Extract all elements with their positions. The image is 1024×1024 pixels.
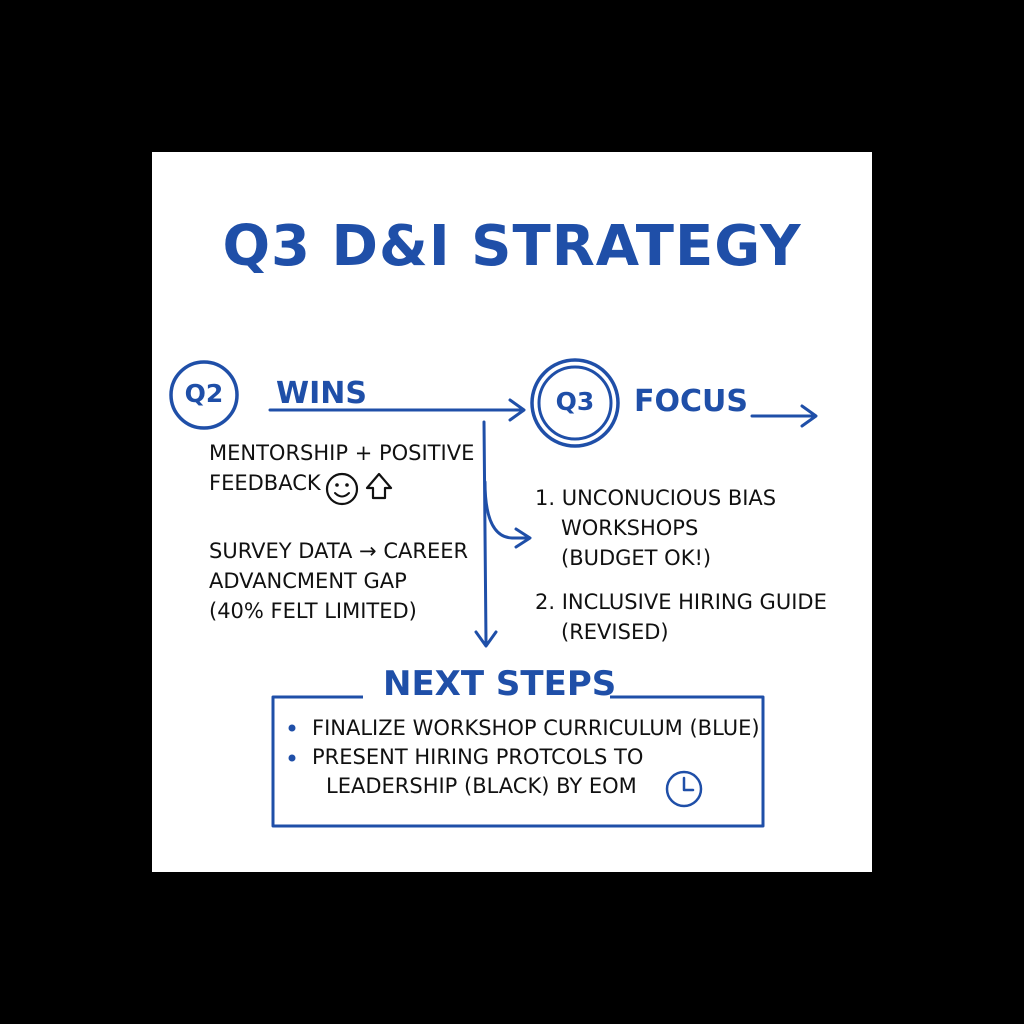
focus-item-1-line-3: (BUDGET OK!) bbox=[561, 546, 712, 570]
survey-line-2: ADVANCMENT GAP bbox=[209, 569, 407, 593]
page-title: Q3 D&I STRATEGY bbox=[222, 214, 802, 279]
arrow-q2-to-q3-head bbox=[508, 398, 526, 422]
next-steps-title: NEXT STEPS bbox=[383, 664, 617, 704]
focus-label: FOCUS bbox=[634, 384, 748, 419]
whiteboard: Q3 D&I STRATEGY Q2 WINS Q3 FOCUS MENTORS… bbox=[152, 152, 872, 872]
wins-note-survey: SURVEY DATA → CAREER ADVANCMENT GAP (40%… bbox=[209, 536, 468, 626]
mentorship-line-2: FEEDBACK bbox=[209, 471, 321, 495]
next-step-1: FINALIZE WORKSHOP CURRICULUM (BLUE) bbox=[312, 716, 760, 740]
focus-item-1: 1. UNCONUCIOUS BIAS WORKSHOPS (BUDGET OK… bbox=[535, 483, 776, 573]
focus-item-2-line-1: 2. INCLUSIVE HIRING GUIDE bbox=[535, 590, 827, 614]
survey-line-3: (40% FELT LIMITED) bbox=[209, 599, 417, 623]
q3-badge-circle-inner bbox=[537, 365, 613, 441]
q2-badge-circle bbox=[169, 360, 239, 430]
branch-to-focus-list bbox=[483, 480, 530, 540]
branch-to-focus-list-head bbox=[514, 527, 532, 549]
next-step-bullet-2 bbox=[288, 754, 296, 762]
next-step-bullet-1 bbox=[288, 724, 296, 732]
focus-item-1-line-2: WORKSHOPS bbox=[561, 516, 699, 540]
focus-item-2-line-2: (REVISED) bbox=[561, 620, 669, 644]
next-steps-box bbox=[271, 695, 765, 828]
next-step-2: PRESENT HIRING PROTCOLS TO LEADERSHIP (B… bbox=[312, 743, 643, 801]
focus-item-2: 2. INCLUSIVE HIRING GUIDE (REVISED) bbox=[535, 587, 827, 647]
branch-down-arrow-head bbox=[474, 630, 498, 648]
branch-line-vertical bbox=[482, 420, 488, 644]
q2-badge-label: Q2 bbox=[184, 379, 224, 408]
wins-label: WINS bbox=[276, 376, 367, 411]
wins-note-mentorship: MENTORSHIP + POSITIVE FEEDBACK bbox=[209, 438, 474, 498]
up-arrow-icon bbox=[365, 472, 393, 500]
q3-badge-circle-outer bbox=[530, 358, 620, 448]
next-step-2-line-1: PRESENT HIRING PROTCOLS TO bbox=[312, 745, 644, 769]
next-step-2-line-2: LEADERSHIP (BLACK) BY EOM bbox=[326, 774, 637, 798]
arrow-focus-forward-head bbox=[800, 404, 818, 428]
mentorship-line-1: MENTORSHIP + POSITIVE bbox=[209, 441, 475, 465]
focus-item-1-line-1: 1. UNCONUCIOUS BIAS bbox=[535, 486, 777, 510]
clock-icon bbox=[665, 770, 703, 808]
q3-badge-label: Q3 bbox=[555, 387, 595, 416]
survey-line-1: SURVEY DATA → CAREER bbox=[209, 539, 469, 563]
diagram-lines bbox=[169, 358, 818, 828]
smiley-face-icon bbox=[325, 472, 359, 506]
